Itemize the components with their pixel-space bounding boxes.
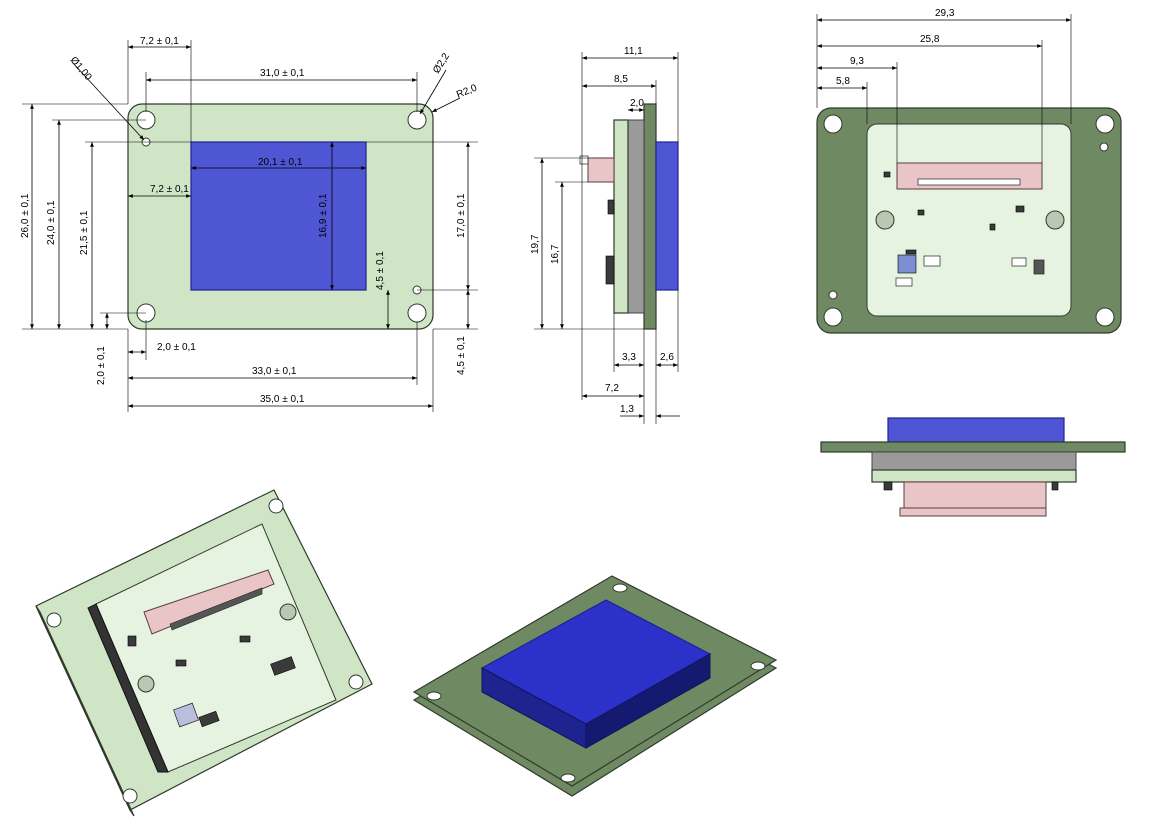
side-comp-1 xyxy=(607,199,615,215)
back-comp-a xyxy=(897,254,917,274)
iso1-hole-2 xyxy=(268,498,284,514)
front-view: 7,2 ± 0,1 31,0 ± 0,1 20,1 ± 0,1 7,2 ± 0,… xyxy=(20,36,479,412)
dim-33-0: 33,0 ± 0,1 xyxy=(252,366,297,377)
dim-20-1: 20,1 ± 0,1 xyxy=(258,157,303,168)
iso1-board-edge xyxy=(87,603,169,773)
back-dim-9-3: 9,3 xyxy=(850,56,864,67)
dim-26-0: 26,0 ± 0,1 xyxy=(20,193,31,238)
edge-board xyxy=(871,451,1077,471)
back-comp-j xyxy=(905,249,917,255)
mount-hole-tr xyxy=(407,110,427,130)
dim-phi-2-2: Ø2,2 xyxy=(431,51,452,76)
side-board xyxy=(627,119,645,314)
back-hole-tr xyxy=(1095,114,1115,134)
side-sensor xyxy=(655,141,679,291)
iso1-hole-3 xyxy=(348,674,364,690)
side-dim-19-7: 19,7 xyxy=(530,234,541,254)
back-dim-29-3: 29,3 xyxy=(935,8,955,19)
side-dim-2-6: 2,6 xyxy=(660,352,674,363)
dim-r-2-0: R2,0 xyxy=(455,83,479,101)
back-comp-g xyxy=(917,209,925,216)
dim-4-5-inner: 4,5 ± 0,1 xyxy=(375,251,386,290)
iso2-hole-2 xyxy=(612,583,628,593)
iso1-connector-slot xyxy=(169,587,263,631)
edge-sensor xyxy=(887,417,1065,443)
iso2-hole-3 xyxy=(750,661,766,671)
back-pin-hole-2 xyxy=(828,290,838,300)
iso1-frame-edge xyxy=(35,605,135,817)
dim-phi-1-00: Ø1,00 xyxy=(68,55,94,83)
side-frame xyxy=(643,103,657,330)
dim-16-9: 16,9 ± 0,1 xyxy=(318,193,329,238)
iso1-comp-chip xyxy=(173,702,199,728)
iso2-hole-4 xyxy=(560,773,576,783)
side-dim-3-3: 3,3 xyxy=(622,352,636,363)
dim-7-2-mid: 7,2 ± 0,1 xyxy=(150,184,189,195)
back-comp-f xyxy=(883,171,891,178)
edge-pcb xyxy=(871,469,1077,483)
back-pin-hole-1 xyxy=(1099,142,1109,152)
iso2-sensor-side-r xyxy=(585,653,711,749)
dim-2-0-bottom: 2,0 ± 0,1 xyxy=(157,342,196,353)
iso1-connector xyxy=(143,569,275,635)
iso1-board-hole-2 xyxy=(279,603,297,621)
back-comp-d xyxy=(1011,257,1027,267)
back-dim-5-8: 5,8 xyxy=(836,76,850,87)
back-comp-b xyxy=(923,255,941,267)
side-connector xyxy=(587,157,615,183)
back-board-hole-1 xyxy=(875,210,895,230)
edge-connector xyxy=(903,481,1047,509)
side-dim-1-3: 1,3 xyxy=(620,404,634,415)
back-comp-i xyxy=(989,223,996,231)
back-dim-25-8: 25,8 xyxy=(920,34,940,45)
edge-frame xyxy=(820,441,1126,453)
iso-view-back xyxy=(35,489,373,817)
iso1-comp-e xyxy=(175,659,187,667)
back-view: 29,3 25,8 9,3 5,8 xyxy=(816,8,1122,334)
dim-17-0: 17,0 ± 0,1 xyxy=(456,193,467,238)
dim-35-0: 35,0 ± 0,1 xyxy=(260,394,305,405)
dim-2-0-left: 2,0 ± 0,1 xyxy=(96,346,107,385)
side-connector-lip xyxy=(579,155,589,165)
dim-24-0: 24,0 ± 0,1 xyxy=(46,200,57,245)
back-hole-tl xyxy=(823,114,843,134)
side-pcb xyxy=(613,119,629,314)
back-hole-br xyxy=(1095,307,1115,327)
iso1-comp-c xyxy=(270,656,296,676)
dim-21-5: 21,5 ± 0,1 xyxy=(79,210,90,255)
iso1-hole-4 xyxy=(122,788,138,804)
back-board-hole-2 xyxy=(1045,210,1065,230)
edge-comp-1 xyxy=(883,481,893,491)
iso1-comp-a xyxy=(127,635,137,647)
back-fpc-slot xyxy=(917,178,1021,186)
iso1-board-hole-1 xyxy=(137,675,155,693)
edge-comp-2 xyxy=(1051,481,1059,491)
back-comp-h xyxy=(1015,205,1025,213)
edge-view xyxy=(820,417,1126,517)
side-dim-16-7: 16,7 xyxy=(550,244,561,264)
iso1-comp-b xyxy=(198,710,220,728)
side-comp-2 xyxy=(605,255,615,285)
dim-4-5-right: 4,5 ± 0,1 xyxy=(456,336,467,375)
edge-connector-base xyxy=(899,507,1047,517)
iso-view-front xyxy=(412,575,778,797)
side-dim-2-0: 2,0 xyxy=(630,98,644,109)
back-board xyxy=(866,123,1072,317)
side-view: 11,1 8,5 2,0 19,7 16,7 3,3 2,6 7,2 1,3 xyxy=(530,46,680,424)
back-comp-c xyxy=(895,277,913,287)
dim-7-2-top: 7,2 ± 0,1 xyxy=(140,36,179,47)
side-dim-8-5: 8,5 xyxy=(614,74,628,85)
side-dim-7-2: 7,2 xyxy=(605,383,619,394)
iso1-hole-1 xyxy=(46,612,62,628)
back-hole-bl xyxy=(823,307,843,327)
dim-31-0: 31,0 ± 0,1 xyxy=(260,68,305,79)
mount-hole-br xyxy=(407,303,427,323)
iso1-comp-d xyxy=(239,635,251,643)
iso2-hole-1 xyxy=(426,691,442,701)
back-comp-e xyxy=(1033,259,1045,275)
side-dim-11-1: 11,1 xyxy=(624,46,643,57)
